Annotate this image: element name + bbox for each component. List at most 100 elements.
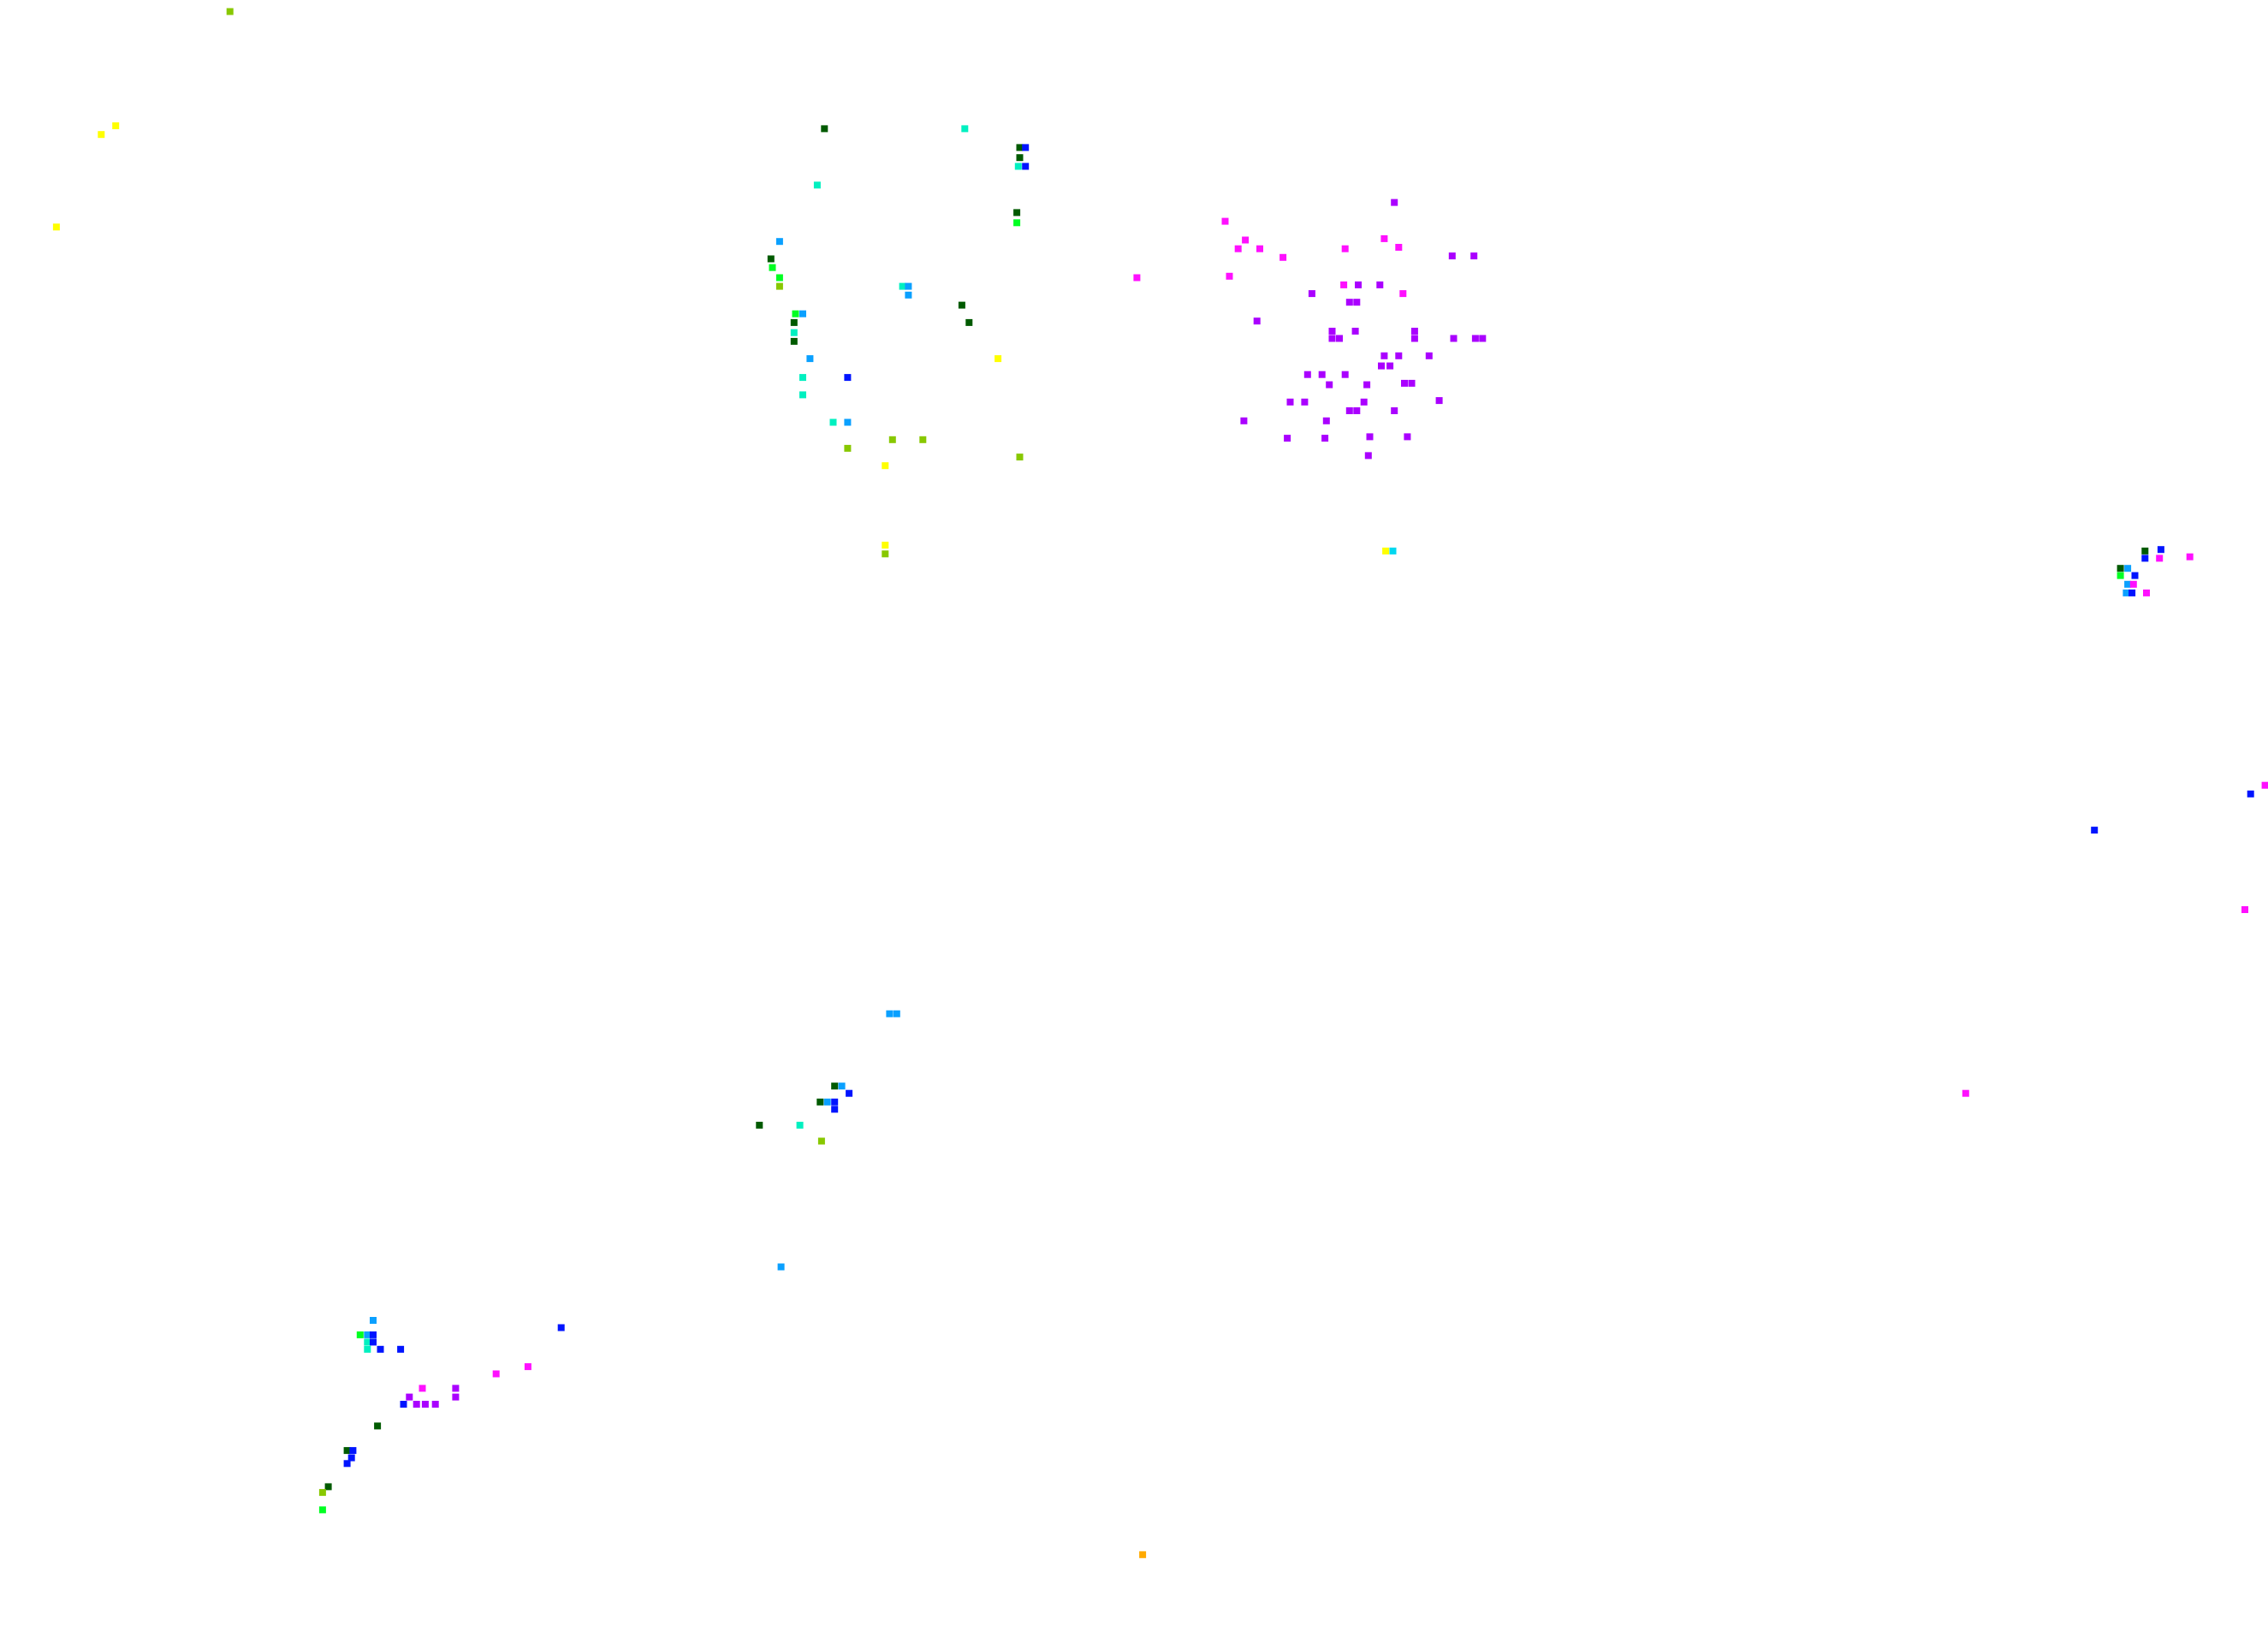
scatter-point	[1391, 199, 1398, 206]
scatter-point	[1395, 352, 1403, 359]
scatter-point	[1376, 281, 1384, 288]
scatter-point	[557, 1324, 565, 1331]
scatter-point	[1435, 397, 1443, 405]
scatter-point	[1022, 163, 1030, 170]
scatter-point	[2157, 546, 2164, 554]
scatter-point	[1410, 335, 1418, 342]
scatter-point	[2261, 781, 2268, 789]
scatter-point	[397, 1345, 405, 1353]
scatter-point	[790, 329, 798, 336]
scatter-point	[1322, 417, 1330, 424]
scatter-point	[2091, 827, 2099, 834]
scatter-point	[2156, 555, 2164, 562]
scatter-point	[790, 318, 798, 326]
scatter-point	[112, 122, 120, 129]
scatter-point	[1328, 335, 1336, 342]
scatter-point	[882, 550, 889, 558]
scatter-point	[790, 337, 798, 345]
scatter-point	[777, 1263, 785, 1271]
scatter-point	[1013, 209, 1021, 216]
scatter-point	[1022, 144, 1030, 151]
scatter-point	[816, 1098, 824, 1106]
scatter-point	[1389, 547, 1397, 555]
scatter-point	[421, 1401, 429, 1408]
scatter-point	[2117, 565, 2124, 572]
scatter-point	[882, 542, 889, 549]
scatter-point	[1318, 371, 1326, 378]
scatter-point	[806, 355, 814, 363]
scatter-point	[1016, 454, 1024, 461]
scatter-point	[1353, 299, 1361, 306]
scatter-point	[799, 310, 806, 317]
scatter-point	[1401, 379, 1408, 387]
scatter-point	[1479, 335, 1487, 342]
scatter-point	[1364, 452, 1372, 460]
scatter-point	[1395, 244, 1403, 251]
scatter-point	[2124, 580, 2132, 588]
scatter-point	[1448, 252, 1456, 260]
scatter-point	[1345, 407, 1353, 414]
scatter-point	[2186, 553, 2194, 560]
scatter-point	[1133, 274, 1141, 282]
scatter-point	[419, 1385, 426, 1392]
scatter-point	[377, 1345, 384, 1353]
scatter-point	[347, 1454, 355, 1462]
scatter-point	[1226, 272, 1233, 280]
scatter-point	[452, 1393, 460, 1401]
scatter-point	[1303, 371, 1311, 378]
scatter-point	[1351, 328, 1359, 335]
scatter-point	[1450, 335, 1458, 342]
scatter-point	[961, 125, 969, 133]
scatter-point	[524, 1363, 531, 1371]
scatter-point	[1326, 381, 1333, 388]
scatter-point	[492, 1370, 500, 1378]
scatter-point	[994, 355, 1002, 363]
scatter-point	[882, 462, 889, 470]
scatter-point	[356, 1331, 364, 1338]
scatter-point	[2117, 572, 2124, 579]
scatter-point	[1336, 335, 1343, 342]
scatter-point	[349, 1447, 357, 1455]
scatter-point	[406, 1393, 413, 1401]
scatter-point	[2131, 572, 2139, 579]
scatter-point	[370, 1338, 377, 1346]
scatter-point	[364, 1331, 371, 1338]
scatter-point	[318, 1489, 326, 1497]
scatter-point	[1284, 435, 1291, 442]
scatter-point	[831, 1082, 839, 1090]
scatter-point	[364, 1345, 371, 1353]
scatter-point	[2124, 565, 2132, 572]
scatter-point	[965, 318, 973, 326]
scatter-point	[1253, 317, 1261, 325]
scatter-point	[886, 1010, 894, 1017]
scatter-point	[823, 1098, 831, 1106]
scatter-point	[775, 282, 783, 290]
scatter-point	[905, 291, 912, 299]
scatter-point	[1139, 1551, 1147, 1558]
scatter-point	[846, 1089, 853, 1097]
scatter-point	[1404, 433, 1411, 441]
scatter-point	[821, 125, 828, 133]
scatter-point	[1321, 435, 1329, 442]
scatter-point	[1240, 417, 1248, 424]
scatter-point	[1353, 407, 1361, 414]
scatter-point	[1962, 1089, 1969, 1097]
scatter-point	[1425, 352, 1433, 359]
scatter-point	[1471, 335, 1479, 342]
scatter-point	[1391, 407, 1398, 414]
scatter-point	[1341, 371, 1349, 378]
scatter-point	[899, 282, 906, 290]
scatter-point	[813, 181, 821, 189]
scatter-point	[799, 391, 806, 399]
scatter-point	[1221, 217, 1229, 225]
scatter-point	[1380, 234, 1388, 242]
scatter-point	[1328, 328, 1336, 335]
scatter-point	[1378, 362, 1385, 370]
scatter-point	[958, 301, 965, 309]
scatter-point	[829, 418, 837, 426]
scatter-point	[1366, 433, 1374, 441]
scatter-point	[775, 238, 783, 246]
scatter-point	[2129, 580, 2137, 588]
scatter-point	[98, 131, 105, 139]
